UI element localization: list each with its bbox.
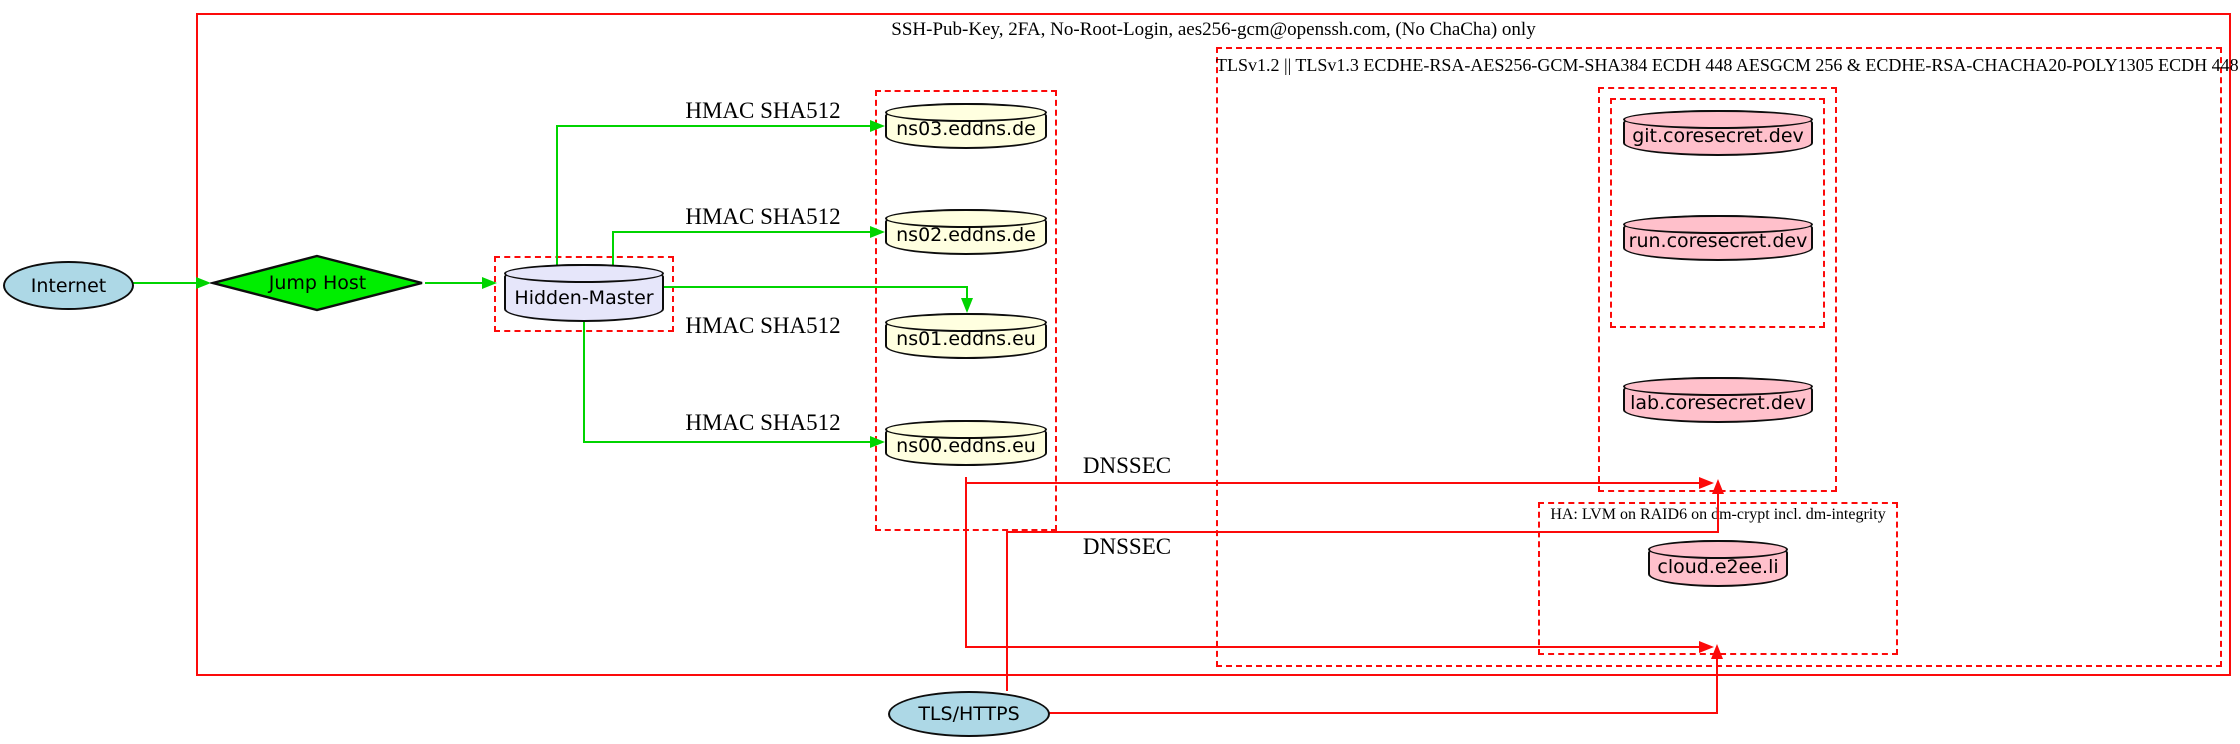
node-ns00-label: ns00.eddns.eu: [896, 435, 1036, 457]
edge-label-dnssec-2: DNSSEC: [1082, 534, 1172, 559]
arrowhead-tls-cloud: [1711, 644, 1723, 659]
node-git: git.coresecret.dev: [1623, 110, 1813, 156]
edge-hiddenmaster-ns01-v: [966, 286, 968, 299]
edge-tls-web-v2: [1717, 493, 1719, 531]
arrowhead-dnssec-cloud: [1699, 641, 1714, 653]
arrowhead-tls-web: [1712, 479, 1724, 494]
edge-hiddenmaster-ns02-v: [612, 232, 614, 266]
node-hidden-master: Hidden-Master: [504, 264, 664, 322]
node-ns01: ns01.eddns.eu: [885, 313, 1047, 359]
node-run: run.coresecret.dev: [1623, 215, 1813, 261]
cylinder-rim: [885, 103, 1047, 122]
node-internet: Internet: [3, 261, 134, 310]
edge-jumphost-hiddenmaster: [425, 282, 483, 284]
edge-hiddenmaster-ns02-h: [612, 231, 871, 233]
cylinder-rim: [1648, 540, 1788, 559]
node-jump-host-label: Jump Host: [268, 272, 367, 294]
node-cloud-label: cloud.e2ee.li: [1657, 556, 1779, 578]
node-ns02: ns02.eddns.de: [885, 209, 1047, 255]
cylinder-rim: [1623, 215, 1813, 234]
arrowhead-ns03: [870, 120, 885, 132]
edge-label-hmac-1: HMAC SHA512: [685, 98, 841, 123]
edge-tls-cloud-h: [1046, 712, 1718, 714]
arrowhead-ns02: [870, 226, 885, 238]
cylinder-rim: [885, 209, 1047, 228]
diamond-shape: [208, 254, 423, 312]
node-ns00: ns00.eddns.eu: [885, 420, 1047, 466]
node-lab: lab.coresecret.dev: [1623, 377, 1813, 423]
edge-tls-web-h: [1006, 531, 1719, 533]
edge-tls-web-v1: [1006, 532, 1008, 691]
arrowhead-internet-jumphost: [196, 277, 211, 289]
edge-hiddenmaster-ns00-h: [583, 441, 871, 443]
edge-hiddenmaster-ns01-h: [664, 286, 968, 288]
cylinder-rim: [504, 264, 664, 283]
edge-dnssec-cloud-h: [965, 646, 1702, 648]
node-hidden-master-label: Hidden-Master: [514, 287, 654, 309]
node-ns02-label: ns02.eddns.de: [896, 224, 1036, 246]
cylinder-rim: [885, 420, 1047, 439]
arrowhead-jumphost-hiddenmaster: [482, 277, 497, 289]
node-tls-https: TLS/HTTPS: [888, 691, 1050, 737]
node-git-label: git.coresecret.dev: [1632, 125, 1804, 147]
edge-label-hmac-4: HMAC SHA512: [685, 410, 841, 435]
edge-label-hmac-2: HMAC SHA512: [685, 204, 841, 229]
cluster-ssh-border: [196, 13, 2231, 676]
cylinder-rim: [1623, 110, 1813, 129]
cluster-web-inner-border: [1610, 98, 1825, 328]
arrowhead-ns01: [961, 298, 973, 313]
edge-hiddenmaster-ns03-v: [556, 126, 558, 266]
node-ns01-label: ns01.eddns.eu: [896, 328, 1036, 350]
node-jump-host: Jump Host: [208, 254, 425, 312]
edge-dnssec-web-h: [965, 482, 1702, 484]
edge-dnssec-cloud-v: [965, 477, 967, 648]
node-ns03-label: ns03.eddns.de: [896, 118, 1036, 140]
cluster-tls-label: TLSv1.2 || TLSv1.3 ECDHE-RSA-AES256-GCM-…: [1216, 55, 2240, 75]
arrowhead-dnssec-web: [1699, 477, 1714, 489]
node-ns03: ns03.eddns.de: [885, 103, 1047, 149]
node-run-label: run.coresecret.dev: [1628, 230, 1808, 252]
edge-internet-jumphost: [130, 282, 198, 284]
cluster-ssh-label: SSH-Pub-Key, 2FA, No-Root-Login, aes256-…: [891, 19, 1536, 40]
cylinder-rim: [1623, 377, 1813, 396]
node-lab-label: lab.coresecret.dev: [1630, 392, 1806, 414]
cylinder-rim: [885, 313, 1047, 332]
edge-label-dnssec-1: DNSSEC: [1082, 453, 1172, 478]
arrowhead-ns00: [870, 436, 885, 448]
cluster-tls-border: [1216, 47, 2222, 667]
edge-label-hmac-3: HMAC SHA512: [685, 313, 841, 338]
node-tls-https-label: TLS/HTTPS: [918, 703, 1020, 725]
edge-tls-cloud-v: [1716, 658, 1718, 714]
edge-hiddenmaster-ns03-h: [556, 125, 871, 127]
node-cloud: cloud.e2ee.li: [1648, 540, 1788, 587]
edge-hiddenmaster-ns00-v: [583, 322, 585, 442]
node-internet-label: Internet: [30, 274, 107, 297]
